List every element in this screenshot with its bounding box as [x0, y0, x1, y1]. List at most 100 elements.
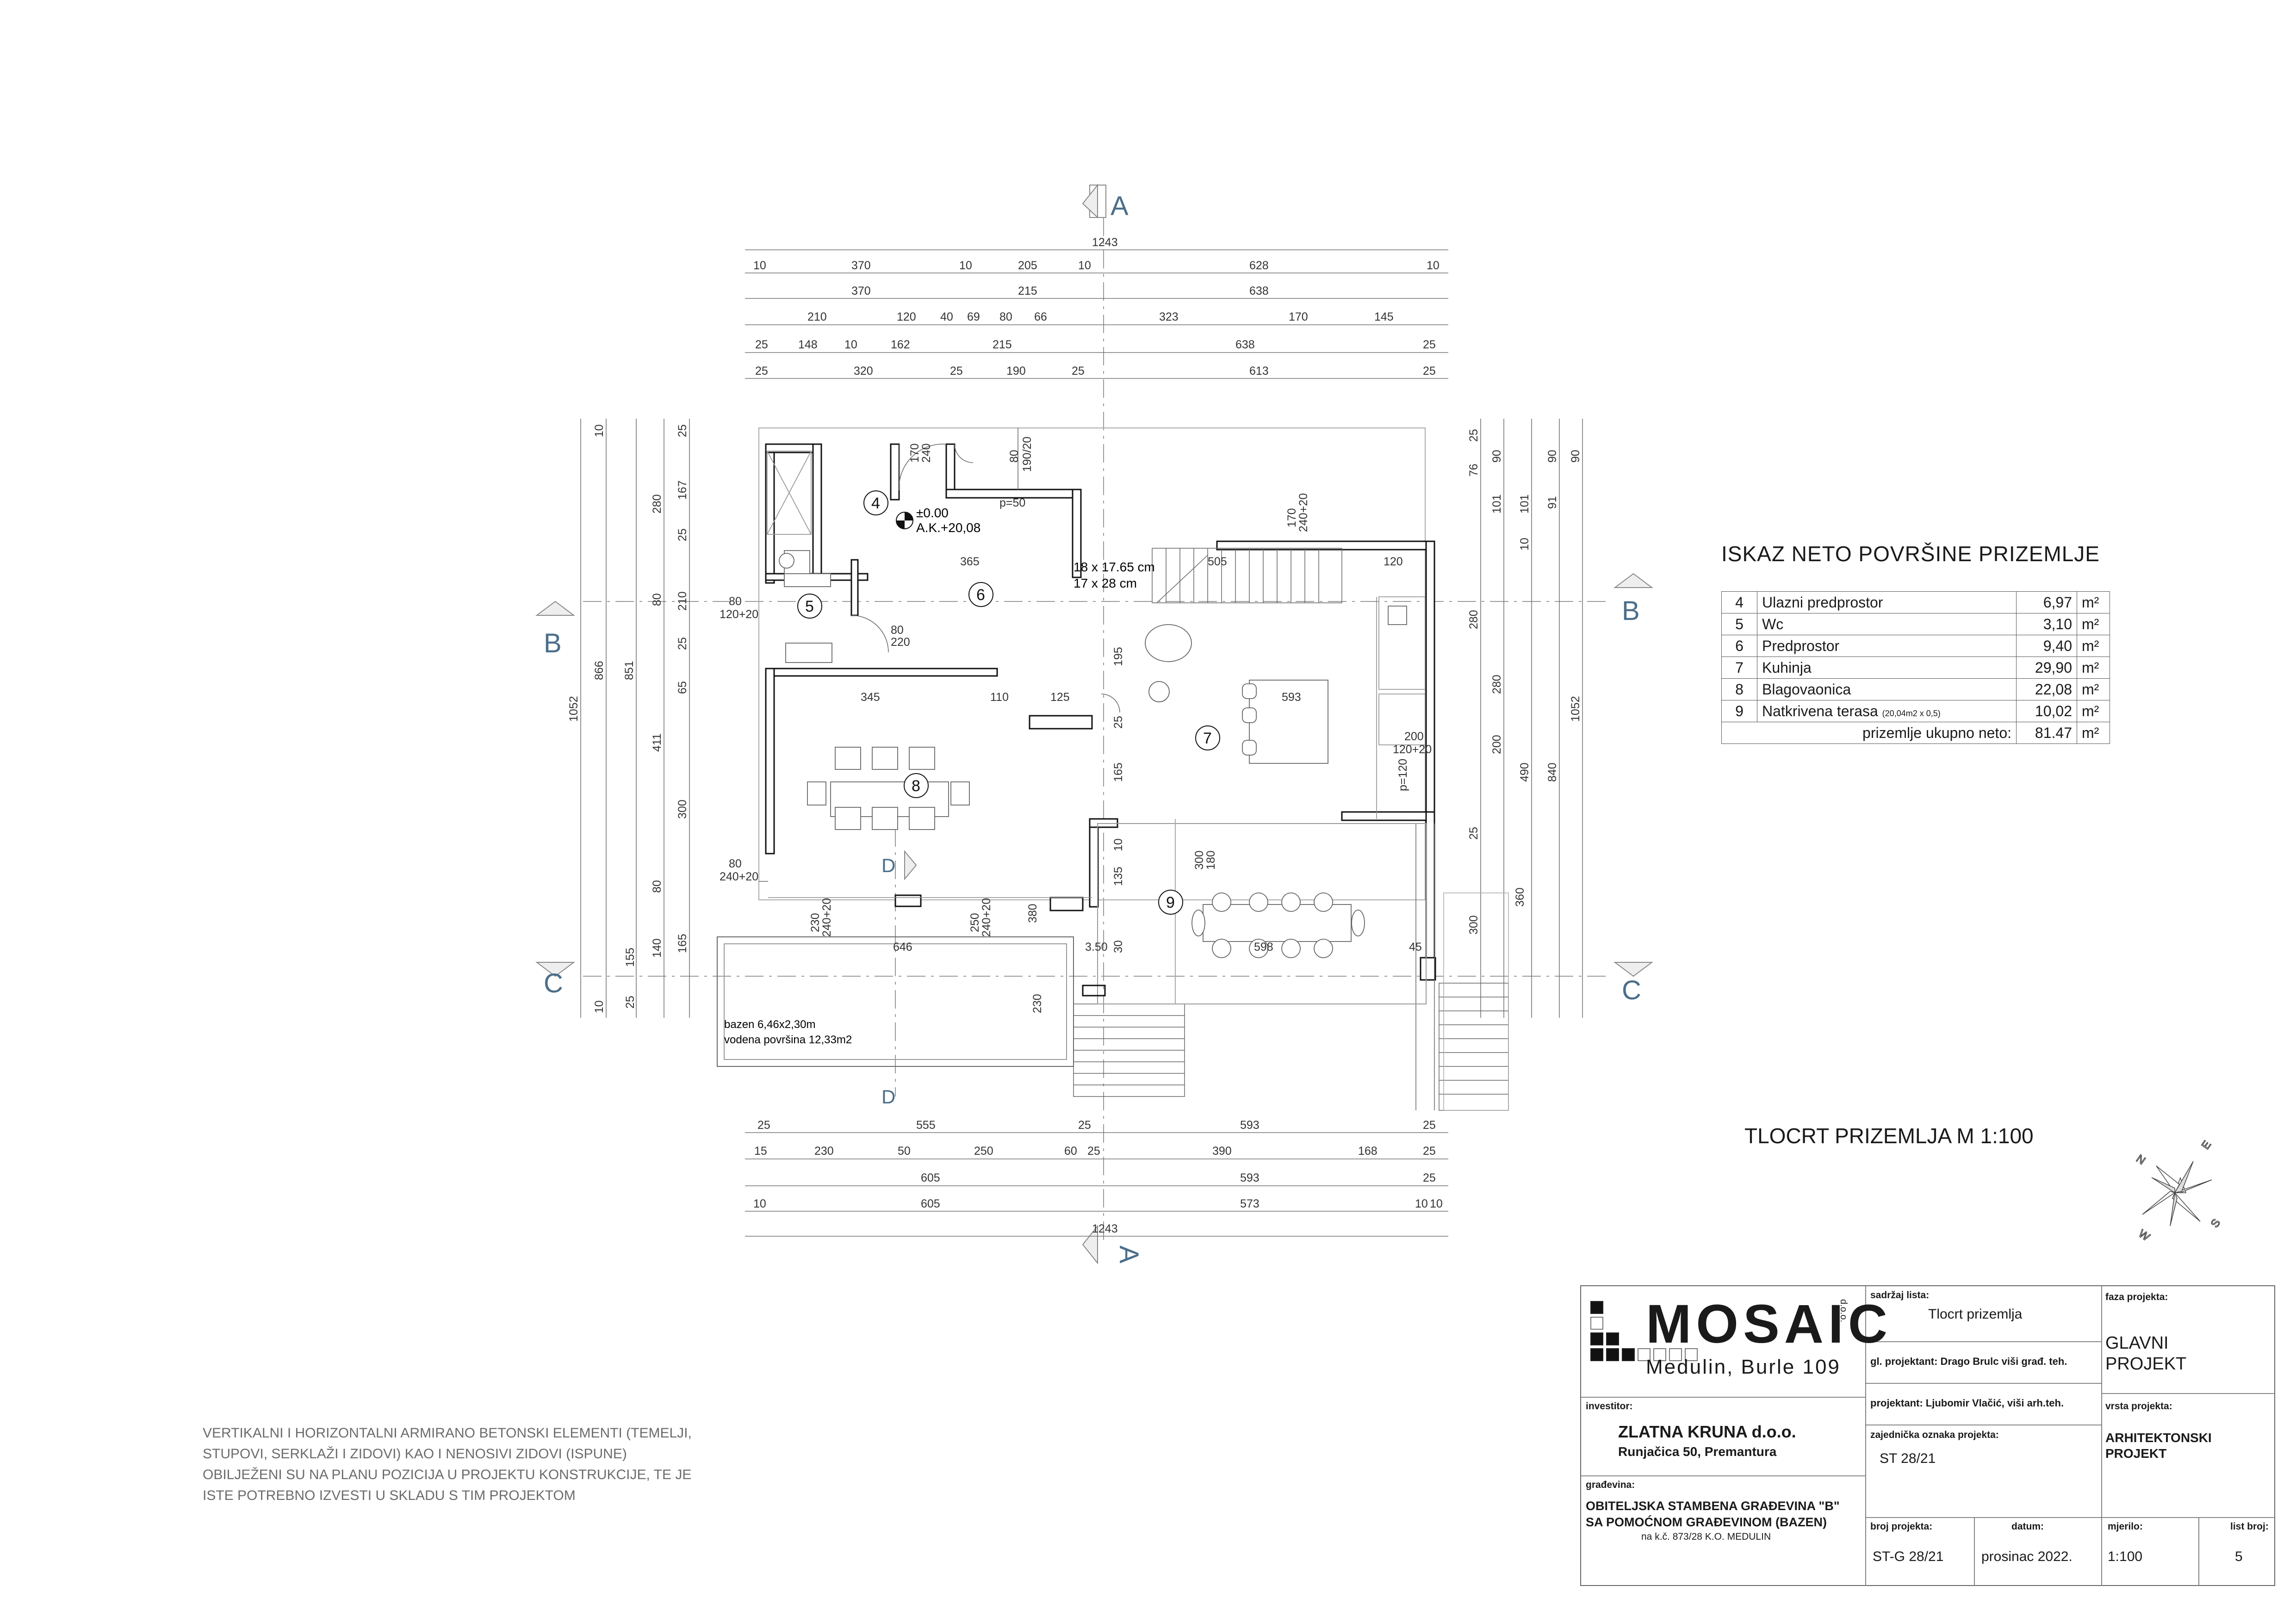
dim-left-c4-5: 300 — [676, 799, 689, 819]
dim-top-r1-6: 628 — [1249, 259, 1269, 272]
dim-left-c4-7: 155 — [624, 948, 637, 967]
opening-20: 380 — [1026, 904, 1039, 923]
dim-right-c4: 25 — [1467, 827, 1480, 840]
staircase — [1073, 548, 1509, 1111]
date-label: datum: — [2011, 1521, 2044, 1532]
total-unit: m² — [2077, 722, 2110, 744]
door-swings — [759, 428, 1120, 882]
table-row: 5 Wc 3,10 m² — [1721, 613, 2110, 635]
logo-square-icon — [1622, 1348, 1635, 1361]
stair-label-a: 18 x 17.65 cm — [1074, 560, 1155, 574]
opening-14: 120+20 — [1393, 743, 1432, 756]
dim-left-c2: 851 — [623, 661, 636, 680]
dim-right-d2: 101 — [1490, 494, 1503, 514]
section-d-bottom-label: D — [881, 1086, 895, 1108]
dimension-text-left: 1052 866 851 280 411 140 167 210 25 65 3… — [567, 424, 689, 1013]
dimension-lines-side — [580, 419, 1583, 1018]
dim-right-c5: 300 — [1467, 915, 1480, 935]
row-unit: m² — [2077, 635, 2110, 657]
dim-left-c4-9: 80 — [651, 880, 664, 893]
dim-top-total: 1243 — [1092, 236, 1118, 249]
room-8-label: 8 — [912, 777, 920, 795]
logo-square-icon — [1638, 1348, 1651, 1361]
dim-left-c4-2: 210 — [676, 591, 689, 611]
dim-int-4: 345 — [861, 691, 880, 704]
logo-square-icon — [1653, 1348, 1666, 1361]
sheet-content: Tlocrt prizemlja — [1928, 1307, 2023, 1322]
row-room-name: Wc — [1757, 613, 2017, 635]
opening-19: 240+20 — [980, 898, 993, 937]
dim-bot-r4-5: 10 — [1430, 1197, 1443, 1210]
dim-top-r4-1: 25 — [755, 338, 768, 351]
section-lines — [583, 217, 1606, 1245]
dim-top-r1-1: 10 — [753, 259, 766, 272]
dim-bot-r1-3: 25 — [1078, 1119, 1091, 1132]
sheet-no-cell: list broj: 5 — [2203, 1521, 2272, 1565]
dim-top-r2-2: 215 — [1018, 285, 1037, 297]
type-cell: vrsta projekta: ARHITEKTONSKI PROJEKT — [2105, 1401, 2272, 1461]
dim-top-r1-5: 10 — [1078, 259, 1091, 272]
investor-address: Runjačica 50, Premantura — [1618, 1444, 1777, 1459]
dim-int-17: 593 — [1282, 691, 1301, 704]
dim-top-r5-5: 25 — [1072, 365, 1085, 378]
dim-bot-total: 1243 — [1092, 1222, 1118, 1235]
dim-int-18: 598 — [1254, 941, 1273, 954]
dim-int-12: 30 — [1112, 940, 1125, 953]
room-4-label: 4 — [871, 495, 880, 512]
sheet-no: 5 — [2235, 1549, 2243, 1564]
phase-label: faza projekta: — [2105, 1292, 2168, 1302]
area-table-title: ISKAZ NETO POVRŠINE PRIZEMLJE — [1721, 542, 2100, 566]
dim-left-total: 1052 — [567, 696, 580, 722]
dim-top-r1-2: 370 — [851, 259, 871, 272]
dim-bot-r1-2: 555 — [916, 1119, 936, 1132]
sheet-content-cell: sadržaj lista: Tlocrt prizemlja — [1870, 1290, 2099, 1322]
dim-bot-r4-2: 605 — [921, 1197, 940, 1210]
row-unit: m² — [2077, 700, 2110, 722]
row-room-name-text: Natkrivena terasa — [1762, 702, 1878, 719]
row-unit: m² — [2077, 591, 2110, 613]
dim-int-13: 3.50 — [1085, 941, 1108, 954]
dim-left-c4-14: 165 — [676, 934, 689, 953]
total-label: prizemlje ukupno neto: — [1721, 722, 2017, 744]
row-area: 3,10 — [2016, 613, 2077, 635]
dim-int-7: 195 — [1112, 647, 1125, 666]
room-9-label: 9 — [1166, 894, 1175, 911]
section-b-left-label: B — [544, 628, 562, 658]
dimension-text-right: 1052 840 490 280 200 280 25 300 90 101 1… — [1467, 429, 1582, 935]
row-number: 9 — [1721, 700, 1757, 722]
row-area: 22,08 — [2016, 678, 2077, 700]
company-suffix: d.o.o. — [1838, 1299, 1849, 1323]
dim-top-r3-4: 69 — [967, 310, 980, 323]
row-room-name: Ulazni predprostor — [1757, 591, 2017, 613]
dim-right-a: 840 — [1546, 762, 1559, 782]
area-table: 4 Ulazni predprostor 6,97 m² 5 Wc 3,10 m… — [1721, 591, 2110, 744]
dim-left-c4-3: 25 — [676, 637, 689, 650]
dim-int-15: 230 — [1031, 994, 1044, 1013]
area-summary: ISKAZ NETO POVRŠINE PRIZEMLJE 4 Ulazni p… — [1721, 541, 2115, 744]
investor-label: investitor: — [1586, 1401, 1633, 1412]
investor-name: ZLATNA KRUNA d.o.o. — [1618, 1422, 1796, 1441]
dim-right-d1: 90 — [1490, 450, 1503, 463]
opening-5: 170 — [1285, 508, 1298, 527]
building-walls — [758, 427, 1436, 981]
row-room-name: Natkrivena terasa (20,04m2 x 0,5) — [1757, 700, 2017, 722]
row-area: 6,97 — [2016, 591, 2077, 613]
opening-10: 220 — [891, 636, 910, 649]
row-unit: m² — [2077, 678, 2110, 700]
logo-square-icon — [1590, 1301, 1603, 1314]
dim-right-c3: 280 — [1467, 610, 1480, 629]
logo-square-icon — [1669, 1348, 1682, 1361]
section-marker-b-right: B — [1613, 573, 1653, 626]
dim-left-c4-13: 25 — [676, 424, 689, 437]
section-marker-d-top: D — [881, 850, 917, 880]
logo-square-icon — [1590, 1348, 1603, 1361]
compass-e: E — [2199, 1139, 2214, 1152]
dim-top-r1-7: 10 — [1427, 259, 1440, 272]
construction-notes: VERTIKALNI I HORIZONTALNI ARMIRANO BETON… — [203, 1423, 758, 1506]
building-line-3: na k.č. 873/28 K.O. MEDULIN — [1641, 1531, 1771, 1542]
room-5-label: 5 — [805, 598, 814, 615]
dim-top-r5-6: 613 — [1249, 365, 1269, 378]
row-room-name: Predprostor — [1757, 635, 2017, 657]
dim-bot-r2-4: 250 — [974, 1145, 993, 1158]
